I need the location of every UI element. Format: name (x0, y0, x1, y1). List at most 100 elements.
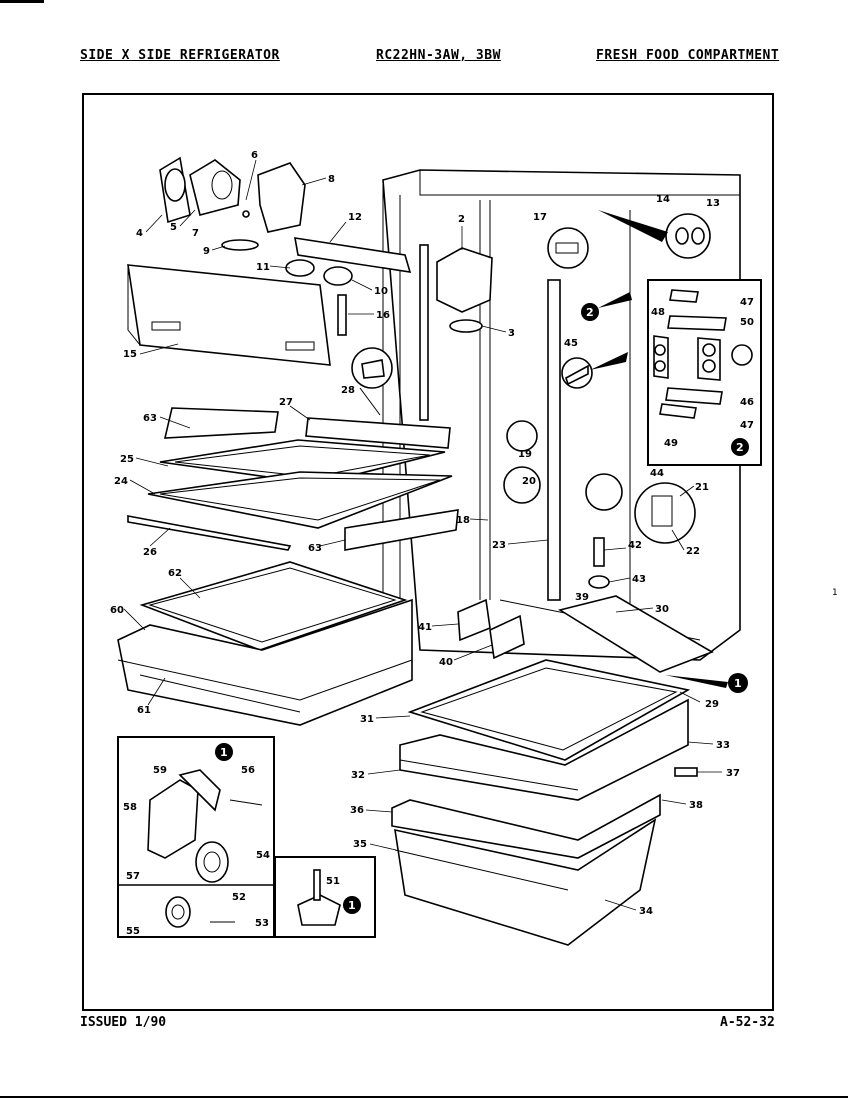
shelf-rails (419, 244, 561, 601)
callout-labels: 6 8 4 5 7 9 12 11 10 16 15 28 2 3 17 14 … (110, 150, 754, 937)
deli-drawer-left (117, 561, 413, 726)
diagram-frame (82, 93, 774, 1011)
callout-39: 39 (575, 592, 589, 603)
callout-10: 10 (374, 286, 388, 297)
callout-43: 43 (632, 574, 646, 585)
callout-4: 4 (136, 228, 143, 239)
callout-32: 32 (351, 770, 365, 781)
callout-42: 42 (628, 540, 642, 551)
marker-2b-label: 2 (736, 441, 744, 454)
margin-mark: 1 (832, 588, 838, 598)
callout-34: 34 (639, 906, 653, 917)
header-model: RC22HN-3AW, 3BW (376, 48, 501, 63)
callout-51: 51 (326, 876, 340, 887)
callout-46: 46 (740, 397, 754, 408)
callout-31: 31 (360, 714, 374, 725)
callout-56: 56 (241, 765, 255, 776)
callout-19: 19 (518, 449, 532, 460)
callout-24: 24 (114, 476, 128, 487)
callout-23: 23 (492, 540, 506, 551)
callout-26: 26 (143, 547, 157, 558)
callout-13: 13 (706, 198, 720, 209)
callout-3: 3 (508, 328, 515, 339)
footer-page-code: A-52-32 (720, 1015, 775, 1030)
callout-marker-1a (665, 673, 748, 693)
detail-magnifier-45 (561, 352, 628, 389)
callout-2: 2 (458, 214, 465, 225)
detail-magnifier-13 (598, 210, 711, 259)
callout-38: 38 (689, 800, 703, 811)
callout-14: 14 (656, 194, 670, 205)
callout-63a: 63 (143, 413, 157, 424)
callout-61: 61 (137, 705, 151, 716)
callout-47a: 47 (740, 297, 754, 308)
callout-27: 27 (279, 397, 293, 408)
callout-63b: 63 (308, 543, 322, 554)
callout-55: 55 (126, 926, 140, 937)
callout-7: 7 (192, 228, 199, 239)
slide-brackets (457, 598, 525, 660)
callout-30: 30 (655, 604, 669, 615)
callout-28: 28 (341, 385, 355, 396)
marker-1c-label: 1 (348, 899, 356, 912)
callout-58: 58 (123, 802, 137, 813)
control-housing-parts (159, 156, 306, 251)
callout-21: 21 (695, 482, 709, 493)
glass-shelf-upper (127, 407, 459, 551)
crisper-cover-30 (557, 595, 714, 673)
detail-magnifier-17 (547, 227, 589, 269)
callout-36: 36 (350, 805, 364, 816)
callout-62: 62 (168, 568, 182, 579)
callout-53: 53 (255, 918, 269, 929)
detail-box-2 (647, 279, 762, 466)
callout-11: 11 (256, 262, 270, 273)
callout-12: 12 (348, 212, 362, 223)
bottom-rule (0, 1096, 848, 1098)
callout-9: 9 (203, 246, 210, 257)
callout-50: 50 (740, 317, 754, 328)
callout-15: 15 (123, 349, 137, 360)
callout-48: 48 (651, 307, 665, 318)
callout-54: 54 (256, 850, 270, 861)
callout-57: 57 (126, 871, 140, 882)
callout-29: 29 (705, 699, 719, 710)
callout-18: 18 (456, 515, 470, 526)
corner-mark (0, 0, 44, 3)
callout-59: 59 (153, 765, 167, 776)
callout-25: 25 (120, 454, 134, 465)
callout-20: 20 (522, 476, 536, 487)
marker-2a-label: 2 (586, 306, 594, 319)
crisper-drawers-right (391, 659, 698, 946)
callout-33: 33 (716, 740, 730, 751)
callout-60: 60 (110, 605, 124, 616)
callout-49: 49 (664, 438, 678, 449)
detail-box-51 (274, 856, 376, 938)
callout-35: 35 (353, 839, 367, 850)
callout-5: 5 (170, 222, 177, 233)
detail-magnifiers-center (503, 420, 696, 589)
callout-52: 52 (232, 892, 246, 903)
control-panel (127, 264, 347, 366)
header-left: SIDE X SIDE REFRIGERATOR (80, 48, 280, 63)
marker-1b-label: 1 (220, 746, 228, 759)
callout-47b: 47 (740, 420, 754, 431)
callout-41: 41 (418, 622, 432, 633)
footer-issued: ISSUED 1/90 (80, 1015, 167, 1030)
air-duct-parts (436, 247, 493, 333)
detail-magnifier-28 (351, 347, 393, 416)
detail-box-1 (117, 736, 275, 938)
callout-16: 16 (376, 310, 390, 321)
header-right: FRESH FOOD COMPARTMENT (596, 48, 780, 63)
callout-22: 22 (686, 546, 700, 557)
marker-1a-label: 1 (734, 677, 742, 690)
leader-lines (123, 159, 722, 911)
callout-44: 44 (650, 468, 664, 479)
callout-40: 40 (439, 657, 453, 668)
callout-6: 6 (251, 150, 258, 161)
marker-numerals: 2 2 1 1 1 (220, 306, 744, 912)
callout-37: 37 (726, 768, 740, 779)
callout-17: 17 (533, 212, 547, 223)
callout-marker-2a (581, 292, 632, 321)
callout-8: 8 (328, 174, 335, 185)
